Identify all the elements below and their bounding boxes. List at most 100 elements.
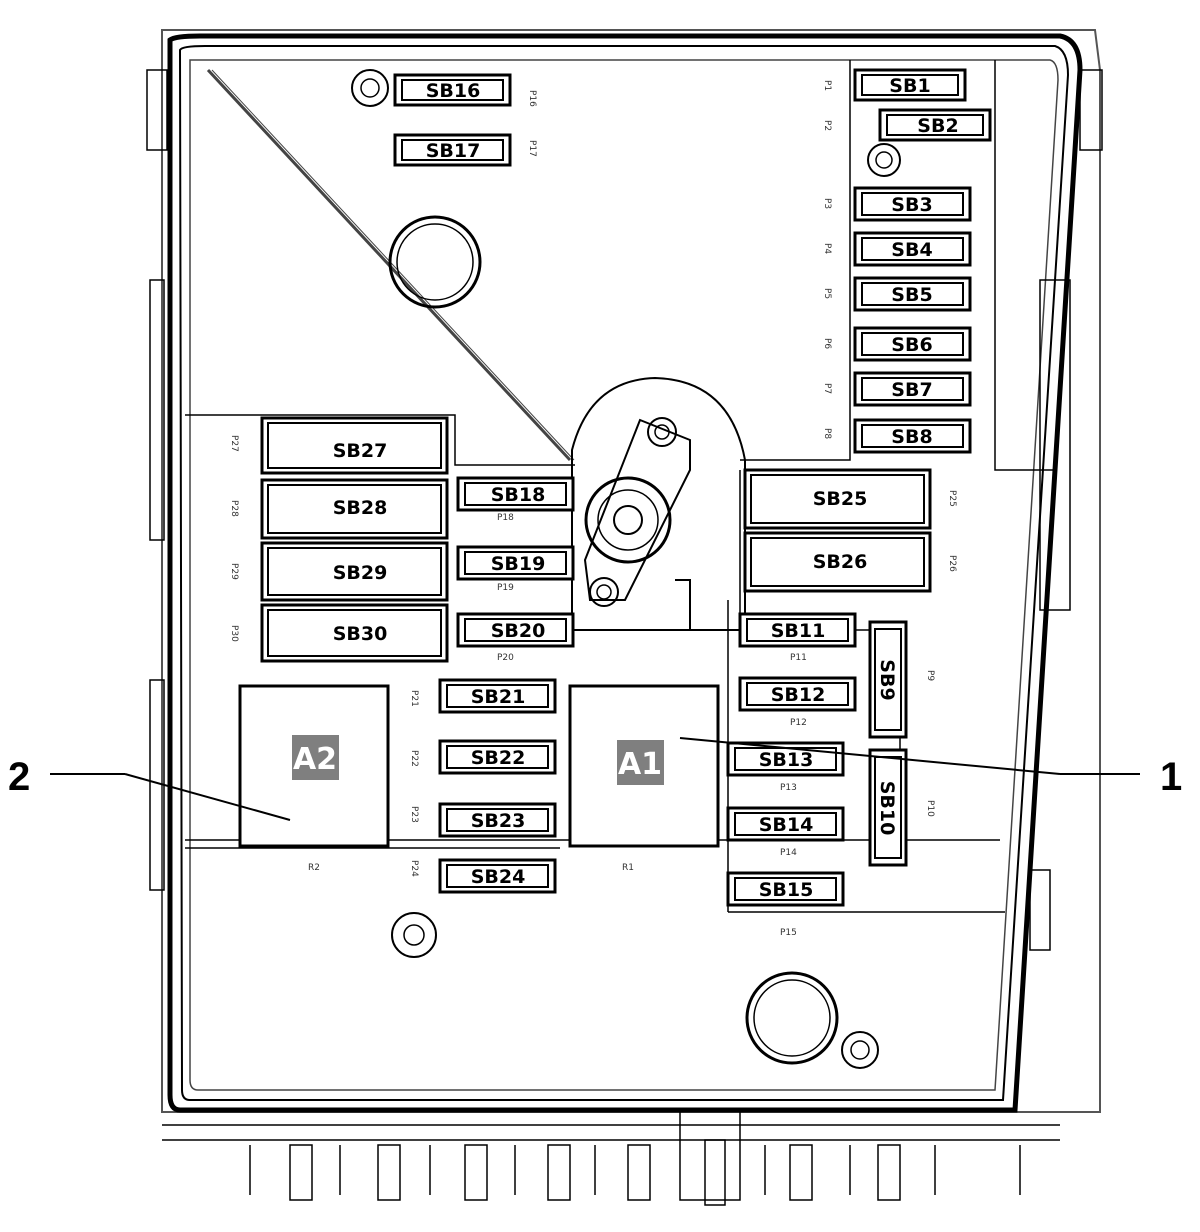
- fuse-sb16-label: SB16: [426, 80, 481, 102]
- fuse-sb5-label: SB5: [891, 284, 932, 306]
- slot-tag-p24: P24: [409, 860, 419, 877]
- fuse-sb13-label: SB13: [759, 749, 814, 771]
- fuse-sb4: SB4: [853, 231, 972, 267]
- slot-tag-p20: P20: [497, 653, 514, 663]
- fuse-sb26: SB26: [743, 531, 932, 593]
- relay-a1: A1 R1: [568, 684, 720, 873]
- slot-tag-p15: P15: [780, 928, 797, 938]
- fuse-sb26-label: SB26: [813, 551, 868, 573]
- fuse-sb21-label: SB21: [471, 686, 526, 708]
- fuse-sb1-label: SB1: [889, 75, 930, 97]
- slot-tag-p7: P7: [822, 383, 832, 394]
- slot-tag-p17: P17: [527, 140, 537, 157]
- slot-tag-p29: P29: [229, 563, 239, 580]
- fuse-sb25-label: SB25: [813, 488, 868, 510]
- fuse-sb15: SB15: [726, 871, 845, 907]
- fuse-sb19-label: SB19: [491, 553, 546, 575]
- slot-tag-p30: P30: [229, 625, 239, 642]
- fuse-sb10: SB10: [868, 748, 908, 867]
- fuse-sb24-label: SB24: [471, 866, 526, 888]
- fuse-sb6-label: SB6: [891, 334, 932, 356]
- fuse-sb2: SB2: [878, 108, 992, 142]
- fuse-sb21: SB21: [438, 678, 557, 714]
- fuse-sb15-label: SB15: [759, 879, 814, 901]
- fuse-sb8-label: SB8: [891, 426, 932, 448]
- slot-tag-p9: P9: [925, 670, 935, 681]
- slot-tag-p25: P25: [947, 490, 957, 507]
- slot-tag-p23: P23: [409, 806, 419, 823]
- fuse-sb30: SB30: [260, 603, 449, 663]
- slot-tag-r2: R2: [308, 863, 320, 873]
- relay-a1-label: A1: [618, 747, 662, 782]
- housing-outline: [146, 29, 1103, 1113]
- main-terminal: [571, 376, 746, 631]
- fuse-sb14-label: SB14: [759, 814, 814, 836]
- fuse-sb18: SB18: [456, 476, 575, 512]
- slot-tag-p18: P18: [497, 513, 514, 523]
- fuse-group-right-column: SB1 SB2 SB3 SB4 SB5 SB6: [822, 68, 992, 454]
- fuse-group-center-right: SB11 SB12 SB13 SB14 SB15 P11 P12 P13 P14…: [726, 612, 857, 938]
- fuse-sb28-label: SB28: [333, 497, 388, 519]
- fuse-sb22: SB22: [438, 739, 557, 775]
- slot-tag-p8: P8: [822, 428, 832, 439]
- fuse-group-left-large: SB27 SB28 SB29 SB30 P27 P28 P29 P30: [229, 416, 449, 663]
- relay-a2-label: A2: [293, 742, 337, 777]
- relay-a1-tag: [617, 740, 664, 785]
- slot-tag-p6: P6: [822, 338, 832, 349]
- callout-1-leader: [679, 737, 1061, 775]
- fuse-sb20: SB20: [456, 612, 575, 648]
- fuse-sb27: SB27: [260, 416, 449, 475]
- fuse-sb19: SB19: [456, 545, 575, 581]
- slot-tag-p10: P10: [925, 800, 935, 817]
- bottom-connectors: [162, 1109, 1060, 1206]
- fuse-sb7-label: SB7: [891, 379, 932, 401]
- fuse-group-right-large: SB25 SB26 P25 P26: [743, 468, 957, 593]
- fuse-sb17-label: SB17: [426, 140, 481, 162]
- fuse-sb24: SB24: [438, 858, 557, 894]
- fuse-sb29-label: SB29: [333, 562, 388, 584]
- fuse-sb9: SB9: [868, 620, 908, 739]
- fuse-sb2-label: SB2: [917, 115, 958, 137]
- slot-tag-p1: P1: [822, 80, 832, 91]
- fuse-sb5: SB5: [853, 276, 972, 312]
- fuse-sb27-label: SB27: [333, 440, 388, 462]
- fuse-sb4-label: SB4: [891, 239, 932, 261]
- fuse-sb23-label: SB23: [471, 810, 526, 832]
- slot-tag-p2: P2: [822, 120, 832, 131]
- fuse-group-top: SB16 SB17 P16 P17: [393, 73, 537, 167]
- fuse-sb1: SB1: [853, 68, 967, 102]
- fuse-group-center-left: SB18 SB19 SB20 SB21 SB22 SB23: [409, 476, 575, 894]
- slot-tag-p19: P19: [497, 583, 514, 593]
- callout-1: 1: [679, 737, 1182, 799]
- fuse-sb11-label: SB11: [771, 620, 826, 642]
- fuse-sb9-label: SB9: [876, 659, 898, 700]
- fuse-sb22-label: SB22: [471, 747, 526, 769]
- fuse-sb29: SB29: [260, 541, 449, 602]
- fuse-sb12: SB12: [738, 676, 857, 712]
- callout-2-leader: [124, 773, 291, 821]
- fuse-group-vertical: SB9 SB10 P9 P10: [868, 620, 935, 867]
- relay-a2: A2 R2: [238, 684, 390, 873]
- slot-tag-p4: P4: [822, 243, 832, 254]
- slot-tag-p12: P12: [790, 718, 807, 728]
- fuse-sb30-label: SB30: [333, 623, 388, 645]
- fuse-sb7: SB7: [853, 371, 972, 407]
- fuse-sb8: SB8: [853, 418, 972, 454]
- fuse-sb28: SB28: [260, 478, 449, 540]
- relay-a2-tag: [292, 735, 339, 780]
- fuse-sb25: SB25: [743, 468, 932, 530]
- callout-1-label: 1: [1160, 755, 1182, 799]
- fuse-sb16: SB16: [393, 73, 512, 107]
- slot-tag-p28: P28: [229, 500, 239, 517]
- fuse-sb6: SB6: [853, 326, 972, 362]
- slot-tag-p13: P13: [780, 783, 797, 793]
- slot-tags-right: P1 P2 P3 P4 P5 P6 P7 P8: [822, 80, 832, 439]
- callout-2-label: 2: [8, 755, 30, 799]
- fuse-sb17: SB17: [393, 133, 512, 167]
- fuse-sb23: SB23: [438, 802, 557, 838]
- fuse-sb12-label: SB12: [771, 684, 826, 706]
- fuse-sb11: SB11: [738, 612, 857, 648]
- slot-tag-p21: P21: [409, 690, 419, 707]
